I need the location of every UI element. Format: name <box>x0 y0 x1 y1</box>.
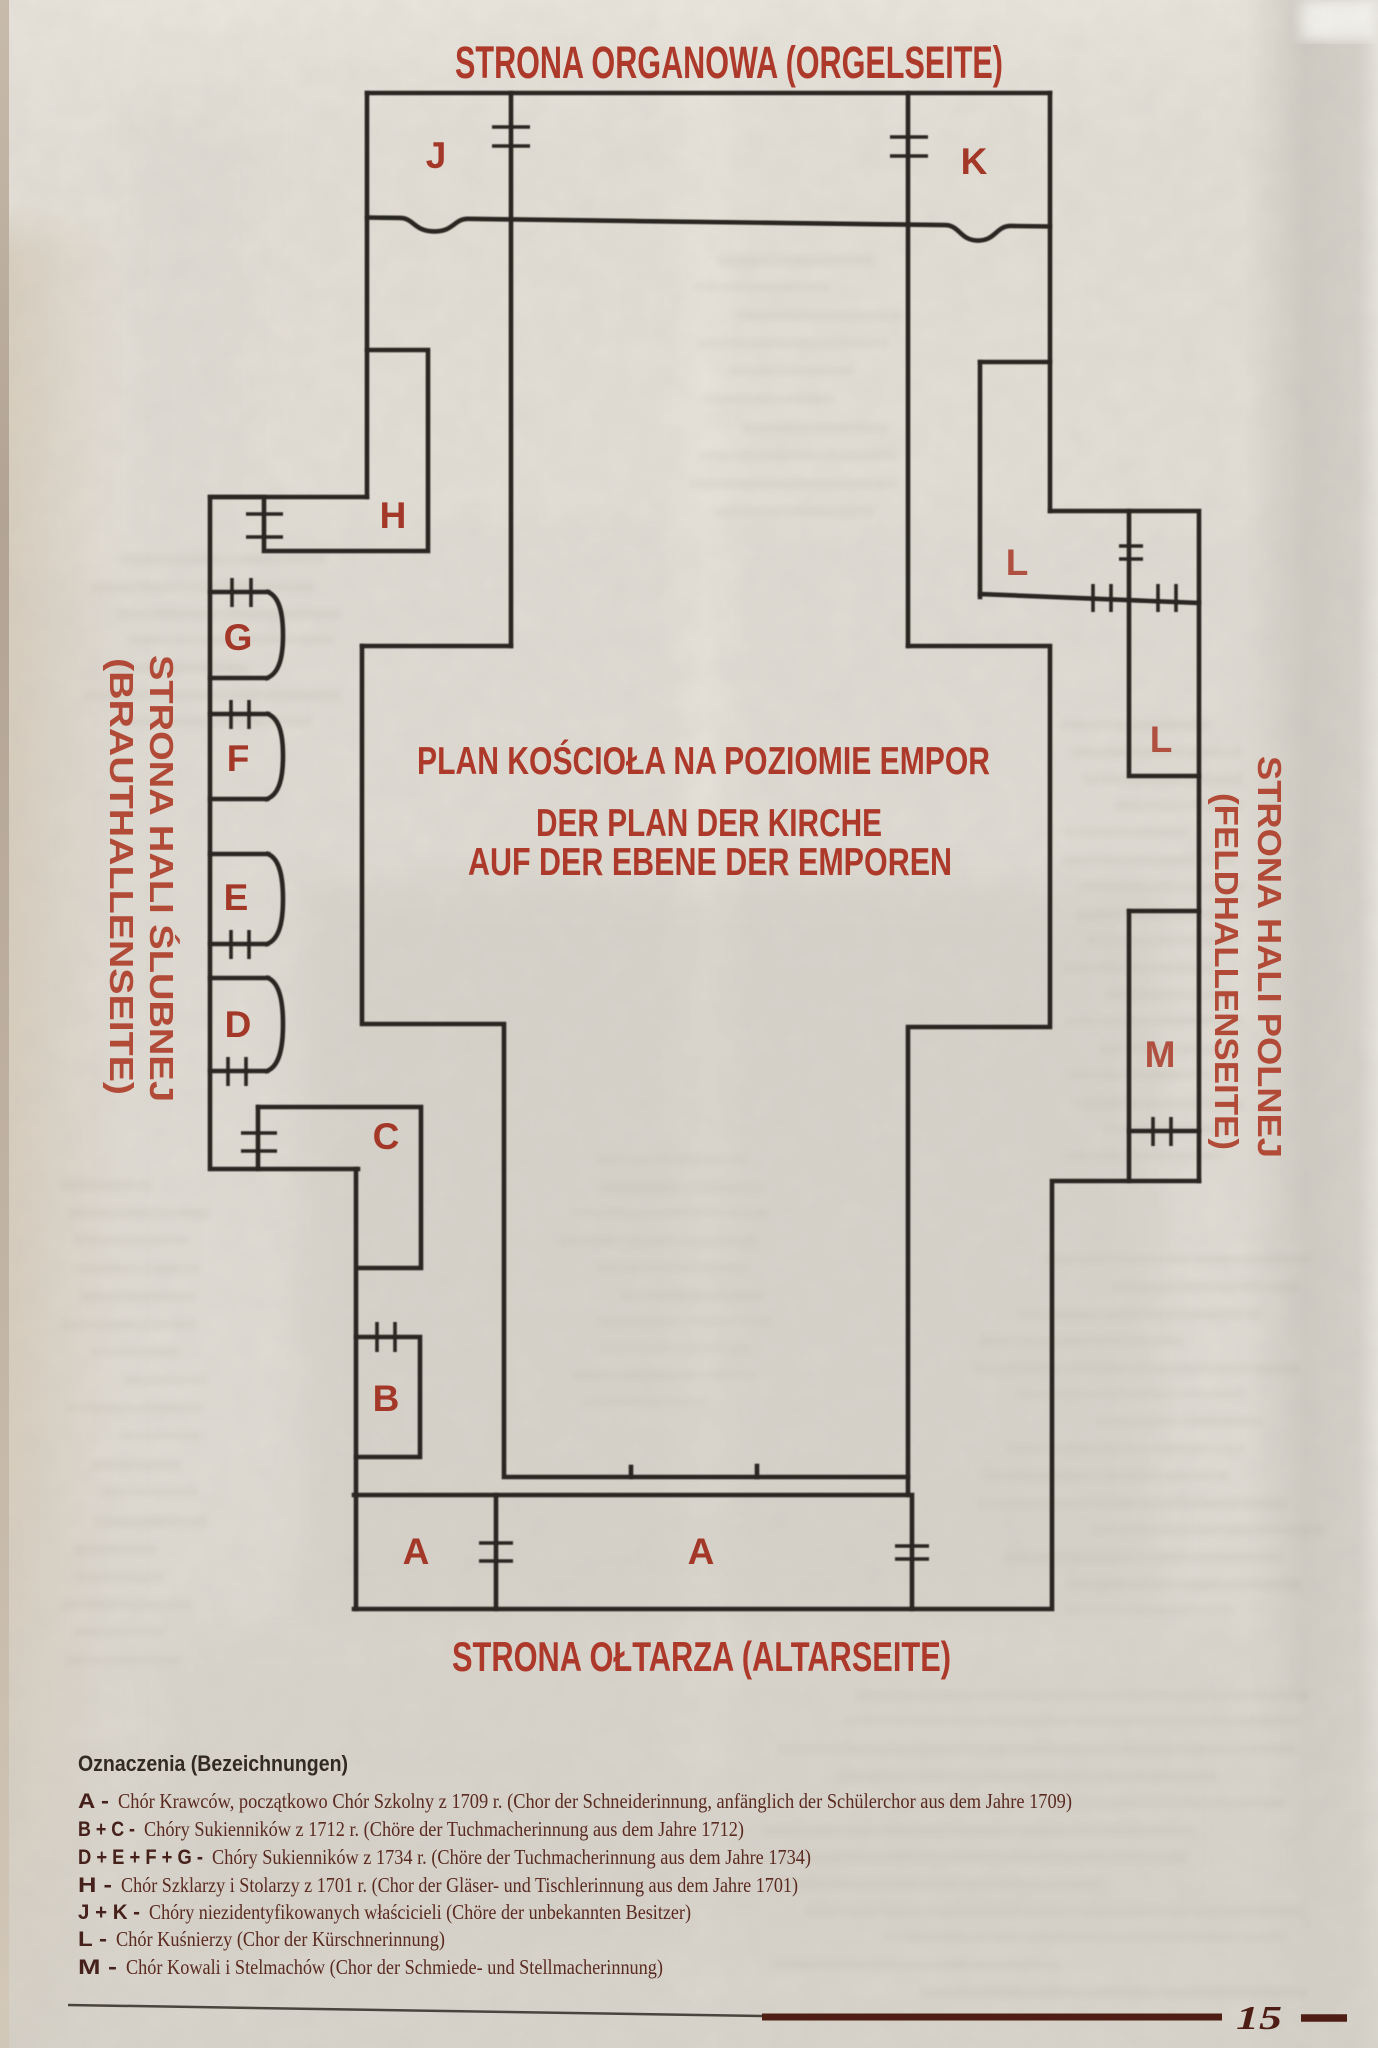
svg-text:Chóry Sukienników z 1712 r. (C: Chóry Sukienników z 1712 r. (Chöre der T… <box>144 1817 744 1841</box>
svg-text:M -: M - <box>78 1956 117 1979</box>
svg-text:(FELDHALLENSEITE): (FELDHALLENSEITE) <box>1208 793 1245 1150</box>
svg-text:J: J <box>426 135 447 176</box>
svg-text:B + C -: B + C - <box>78 1818 135 1841</box>
svg-text:L: L <box>1150 719 1173 760</box>
svg-text:A -: A - <box>78 1790 109 1813</box>
svg-text:E: E <box>224 877 249 918</box>
svg-text:J + K -: J + K - <box>78 1901 140 1924</box>
svg-text:PLAN KOŚCIOŁA NA POZIOMIE EMPO: PLAN KOŚCIOŁA NA POZIOMIE EMPOR <box>417 739 990 783</box>
svg-text:(BRAUTHALLENSEITE): (BRAUTHALLENSEITE) <box>103 658 140 1095</box>
svg-text:AUF DER EBENE DER EMPOREN: AUF DER EBENE DER EMPOREN <box>468 841 952 884</box>
svg-text:G: G <box>224 617 253 658</box>
svg-text:15: 15 <box>1236 2000 1282 2037</box>
svg-text:Chór Kuśnierzy (Chor der Kürsc: Chór Kuśnierzy (Chor der Kürschnerinnung… <box>116 1927 445 1951</box>
svg-text:B: B <box>373 1378 400 1419</box>
svg-text:STRONA HALI ŚLUBNEJ: STRONA HALI ŚLUBNEJ <box>143 655 180 1102</box>
svg-text:M: M <box>1145 1034 1176 1075</box>
svg-text:K: K <box>961 141 988 182</box>
svg-text:STRONA OŁTARZA (ALTARSEITE): STRONA OŁTARZA (ALTARSEITE) <box>452 1633 951 1680</box>
svg-text:H: H <box>380 495 407 536</box>
svg-text:Chóry niezidentyfikowanych wła: Chóry niezidentyfikowanych właścicieli (… <box>149 1900 691 1924</box>
svg-text:L -: L - <box>78 1928 107 1951</box>
svg-text:Chór Krawców, początkowo Chór: Chór Krawców, początkowo Chór Szkolny z … <box>118 1789 1072 1813</box>
svg-text:Chór Kowali i Stelmachów (Chor: Chór Kowali i Stelmachów (Chor der Schmi… <box>126 1955 663 1979</box>
svg-text:L: L <box>1006 542 1029 583</box>
svg-text:H -: H - <box>78 1874 112 1897</box>
svg-text:F: F <box>227 738 250 779</box>
svg-text:DER PLAN DER KIRCHE: DER PLAN DER KIRCHE <box>536 802 882 845</box>
svg-text:STRONA ORGANOWA (ORGELSEITE): STRONA ORGANOWA (ORGELSEITE) <box>455 37 1003 88</box>
svg-text:Chóry Sukienników z 1734 r. (C: Chóry Sukienników z 1734 r. (Chöre der T… <box>212 1845 811 1869</box>
svg-text:D + E + F + G -: D + E + F + G - <box>78 1846 203 1869</box>
svg-text:A: A <box>403 1531 430 1572</box>
svg-text:C: C <box>373 1116 400 1157</box>
svg-text:Oznaczenia (Bezeichnungen): Oznaczenia (Bezeichnungen) <box>78 1751 348 1776</box>
svg-text:Chór Szklarzy i Stolarzy z 170: Chór Szklarzy i Stolarzy z 1701 r. (Chor… <box>121 1873 798 1897</box>
svg-text:STRONA HALI POLNEJ: STRONA HALI POLNEJ <box>1251 756 1288 1158</box>
svg-text:D: D <box>225 1004 252 1045</box>
svg-text:A: A <box>688 1531 715 1572</box>
